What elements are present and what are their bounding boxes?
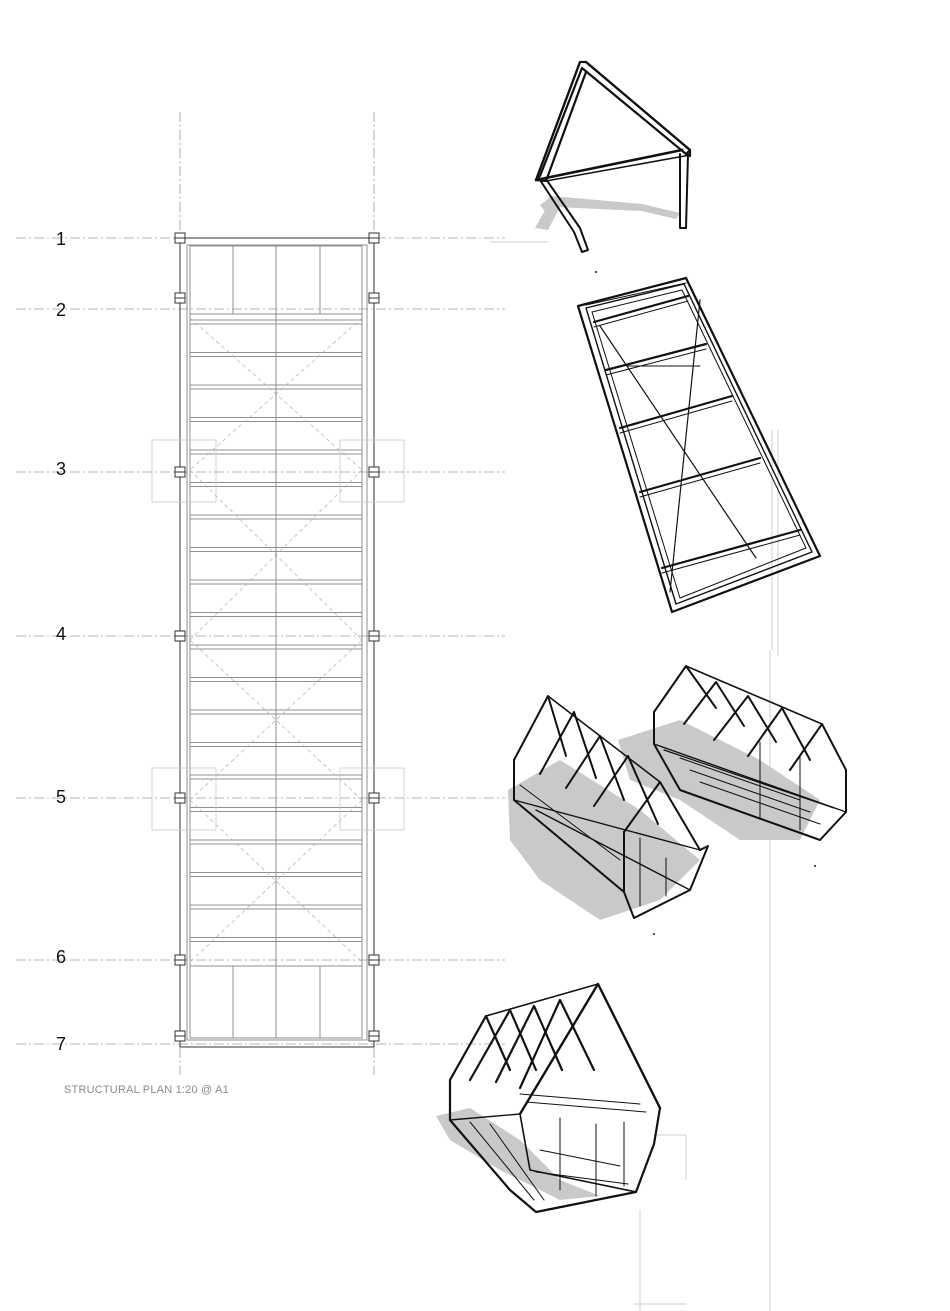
plan-caption: STRUCTURAL PLAN 1:20 @ A1 <box>64 1084 229 1096</box>
floor-beam-edge <box>661 534 801 574</box>
floor-frame-isometric <box>576 276 822 1311</box>
floor-beam <box>604 342 708 372</box>
brace <box>189 799 363 963</box>
grid-label-2: 2 <box>56 300 66 320</box>
brace <box>189 469 363 641</box>
grid-label-4: 4 <box>56 624 66 644</box>
grid-label-5: 5 <box>56 787 66 807</box>
footing-pad <box>339 767 405 831</box>
floor-beam <box>660 528 802 570</box>
grid-label-7: 7 <box>56 1034 66 1054</box>
plan-outer-frame <box>179 237 375 1048</box>
grid-label-1: 1 <box>56 229 66 249</box>
floor-beam-edge <box>605 348 707 376</box>
grid-label-6: 6 <box>56 947 66 967</box>
floor-beam-edge <box>619 400 733 434</box>
floor-beam-edge <box>593 300 689 328</box>
module-pair-isometric <box>508 665 847 935</box>
grid-lines <box>16 237 505 1045</box>
module-right <box>653 665 847 841</box>
footing-pad <box>151 767 217 831</box>
floor-beam-edge <box>639 462 761 498</box>
brace <box>189 317 363 471</box>
floor-beam <box>592 294 690 324</box>
plan-cross-bracing <box>189 317 363 963</box>
portal-frame-isometric <box>490 60 692 273</box>
floor-beam <box>618 394 734 430</box>
module-left <box>513 695 709 919</box>
floor-cross-beams <box>592 294 802 574</box>
footing-pad <box>339 439 405 503</box>
assembled-module-isometric <box>436 982 687 1311</box>
brace <box>189 799 363 963</box>
footing-pad <box>151 439 217 503</box>
plan-inner-frame <box>186 244 368 1041</box>
grid-label-3: 3 <box>56 459 66 479</box>
plan-end-deck-top <box>189 245 363 315</box>
plan-joists <box>190 319 362 942</box>
plan-end-deck-bottom <box>189 965 363 1039</box>
structural-plan: 1 2 3 4 5 6 7 <box>16 112 505 1096</box>
plan-bolt-connectors <box>174 232 380 1042</box>
